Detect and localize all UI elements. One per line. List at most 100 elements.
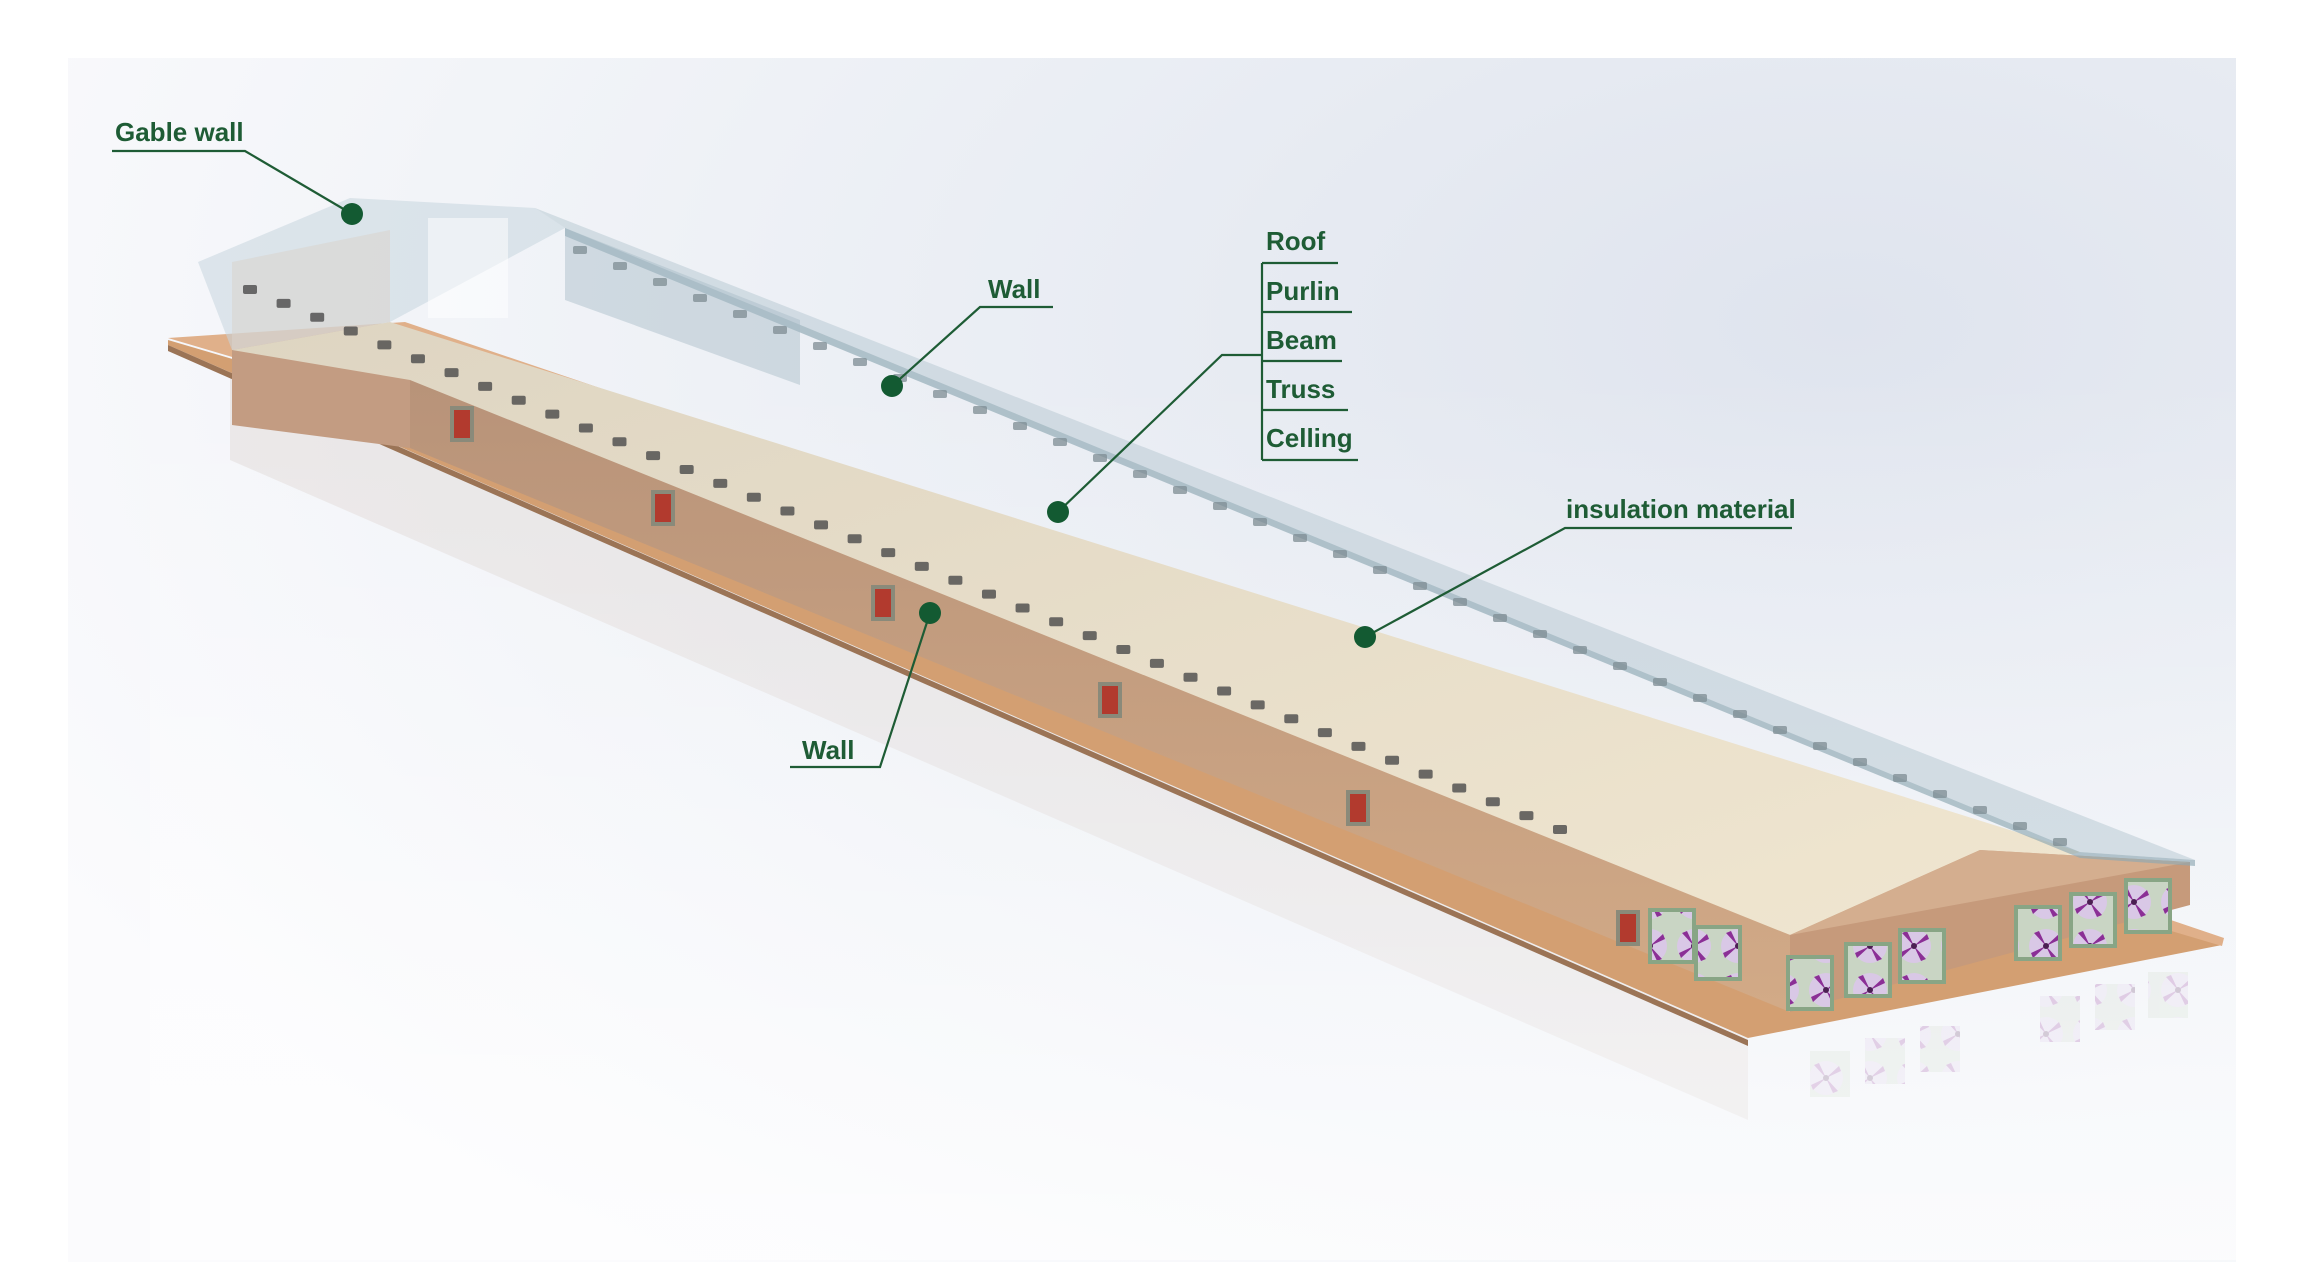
inlet-vent — [1293, 534, 1307, 542]
cooling-pad — [655, 494, 671, 522]
platform-edge-front — [168, 345, 1748, 1046]
inlet-vent — [1813, 742, 1827, 750]
inlet-vent — [933, 390, 947, 398]
exhaust-fan — [1698, 929, 1738, 977]
exhaust-fan — [1848, 946, 1888, 994]
label-gable-wall: Gable wall — [115, 117, 244, 147]
inlet-vent — [1013, 422, 1027, 430]
inlet-vent — [276, 298, 291, 308]
inlet-vent — [2053, 838, 2067, 846]
inlet-vent — [377, 340, 392, 350]
back-wall-vents — [573, 246, 2067, 846]
inlet-vent — [1485, 797, 1500, 807]
inlet-vent — [1693, 694, 1707, 702]
poultry-house-model — [150, 198, 2250, 1260]
inlet-vent — [410, 354, 425, 364]
inlet-vent — [1653, 678, 1667, 686]
leader-insulation — [1364, 526, 1792, 638]
inlet-vent — [1613, 662, 1627, 670]
inlet-vent — [1519, 811, 1534, 821]
inlet-vent — [1213, 502, 1227, 510]
inlet-vent — [813, 342, 827, 350]
front-wall-cooling-pads — [450, 406, 1640, 946]
leader-wall-bottom — [790, 612, 932, 769]
inlet-vent — [1493, 614, 1507, 622]
inlet-vent — [881, 548, 896, 558]
inlet-vent — [914, 561, 929, 571]
roof-stack-underlines — [1262, 261, 1358, 462]
dot-wall-bottom — [919, 602, 941, 624]
inlet-vent — [646, 451, 661, 461]
inlet-vent — [973, 406, 987, 414]
exhaust-fan — [1790, 959, 1830, 1007]
inlet-vent — [773, 326, 787, 334]
inlet-vent — [713, 478, 728, 488]
cooling-pad — [1350, 794, 1366, 822]
cooling-pad — [875, 589, 891, 617]
side-wall-front-start — [232, 350, 410, 448]
callout-wall-bottom: Wall — [790, 602, 941, 769]
label-celling: Celling — [1266, 423, 1353, 453]
callout-wall-top: Wall — [881, 274, 1053, 397]
callout-roof-stack: Roof Purlin Beam Truss Celling — [1047, 226, 1358, 523]
inlet-vent — [1053, 438, 1067, 446]
inlet-vent — [1149, 658, 1164, 668]
dot-wall-top — [881, 375, 903, 397]
dot-insulation — [1354, 626, 1376, 648]
inlet-vent — [1317, 728, 1332, 738]
exhaust-fan — [2073, 896, 2113, 944]
inlet-vent — [653, 278, 667, 286]
dot-gable-wall — [341, 203, 363, 225]
inlet-vent — [679, 465, 694, 474]
inlet-vent — [243, 285, 257, 294]
leader-wall-top — [891, 305, 1053, 387]
inlet-vent — [478, 381, 493, 391]
inlet-vent — [1853, 758, 1867, 766]
inlet-vent — [1049, 617, 1064, 627]
house-floor — [232, 322, 2080, 935]
inlet-vent — [1015, 603, 1030, 613]
inlet-vent — [981, 589, 996, 599]
callout-gable-wall: Gable wall — [112, 117, 363, 225]
inlet-vent — [545, 409, 560, 419]
inlet-vent — [1893, 774, 1907, 782]
dot-roof-stack — [1047, 501, 1069, 523]
inlet-vent — [613, 262, 627, 270]
leader-roof-stack — [1057, 353, 1262, 513]
cooling-pad — [1620, 914, 1636, 942]
inlet-vent — [746, 492, 761, 502]
inlet-vent — [693, 294, 707, 302]
inlet-vent — [1217, 686, 1232, 696]
cooling-pad — [454, 410, 470, 438]
inlet-vent — [573, 246, 587, 254]
inlet-vent — [1573, 646, 1587, 654]
inlet-vent — [1533, 630, 1547, 638]
inlet-vent — [343, 326, 358, 336]
inlet-vent — [612, 437, 627, 447]
exhaust-fan — [1652, 912, 1692, 960]
inlet-vent — [578, 423, 593, 433]
roof-back-slope — [535, 208, 2195, 860]
exhaust-fan — [2018, 909, 2058, 957]
label-roof: Roof — [1266, 226, 1326, 256]
inlet-vent — [1973, 806, 1987, 814]
inlet-vent — [1933, 790, 1947, 798]
inlet-vent — [1385, 755, 1400, 765]
callout-insulation: insulation material — [1354, 494, 1796, 648]
label-purlin: Purlin — [1266, 276, 1340, 306]
inlet-vent — [814, 520, 829, 530]
callouts: Gable wall Wall Roof Purlin Beam Truss C… — [112, 117, 1796, 769]
exhaust-fans — [1648, 878, 2172, 1011]
label-beam: Beam — [1266, 325, 1337, 355]
inlet-vent — [1351, 741, 1366, 751]
cooling-pad — [1102, 686, 1118, 714]
inlet-vent — [847, 534, 862, 544]
inlet-vent — [1773, 726, 1787, 734]
inlet-vent — [1250, 700, 1265, 710]
inlet-vent — [1373, 566, 1387, 574]
gable-door — [428, 218, 508, 318]
inlet-vent — [1452, 783, 1467, 793]
inlet-vent — [1413, 582, 1427, 590]
inlet-vent — [948, 575, 963, 585]
